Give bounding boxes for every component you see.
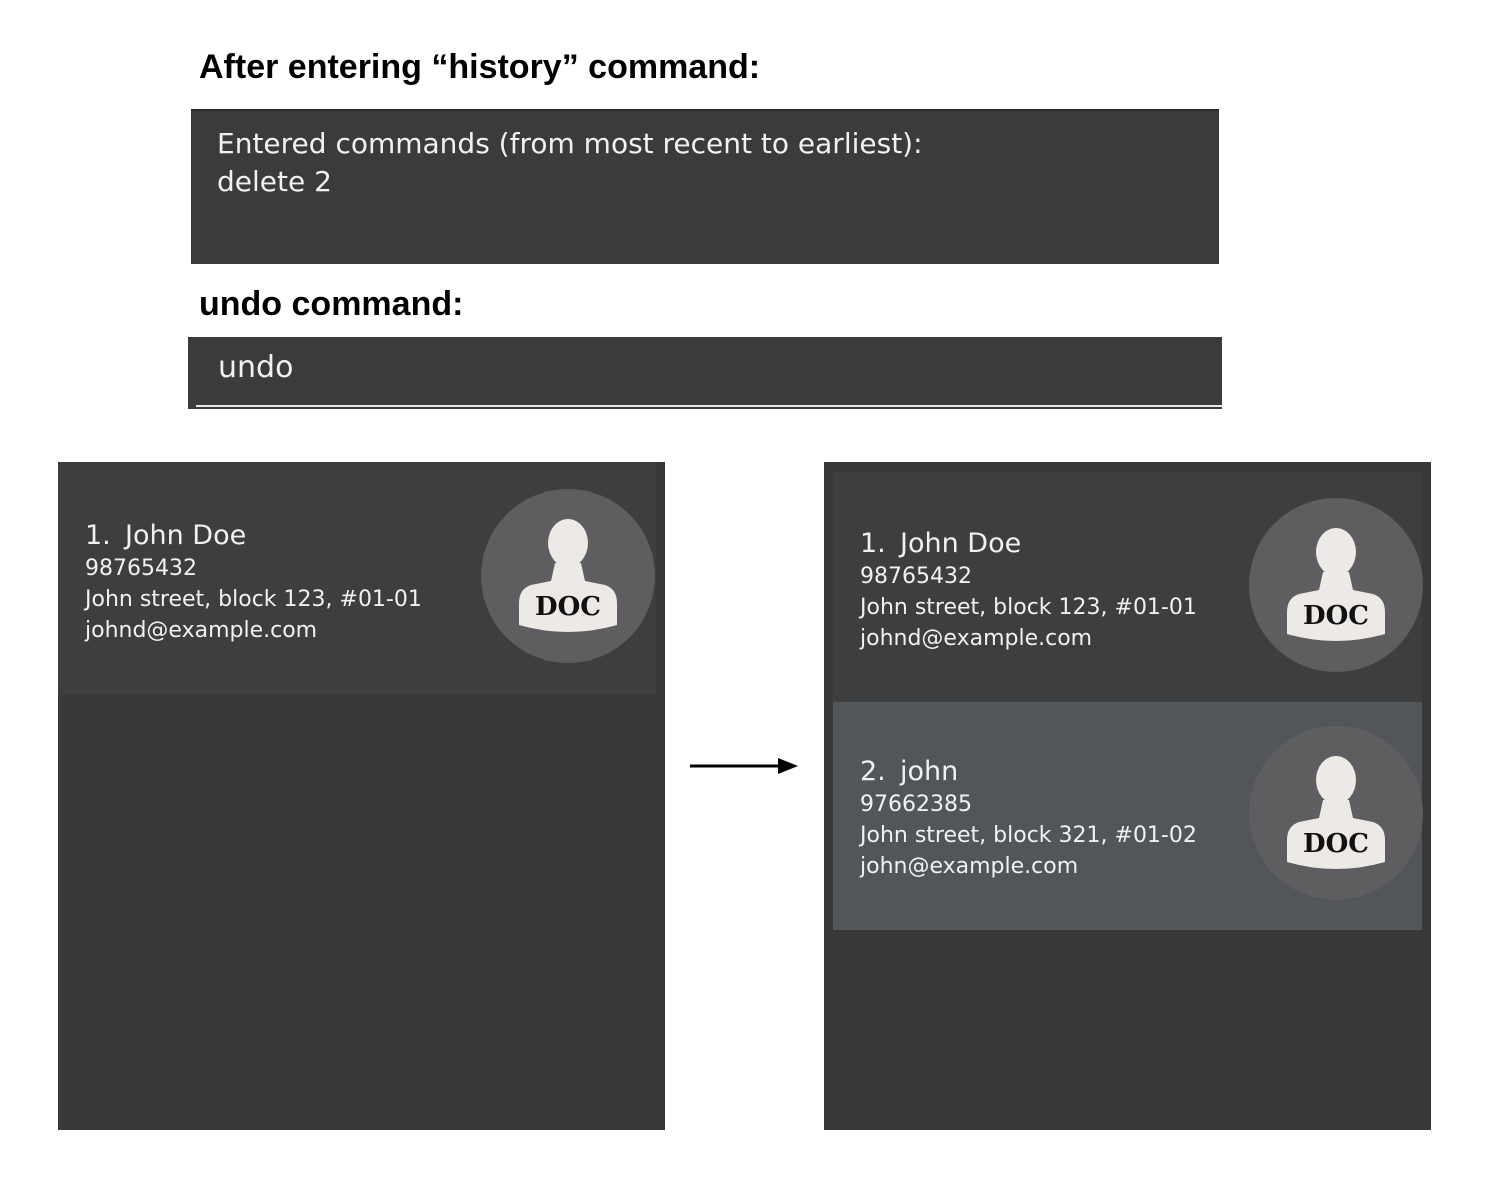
undo-heading: undo command: (199, 285, 464, 323)
person-name: 1. John Doe (85, 522, 422, 549)
avatar-label: DOC (1303, 829, 1369, 859)
person-name-text: John Doe (125, 520, 247, 551)
person-address: John street, block 123, #01-01 (860, 595, 1197, 620)
command-input-value[interactable]: undo (218, 350, 294, 385)
person-email: johnd@example.com (85, 618, 318, 643)
person-card-selected[interactable]: 2. john 97662385 John street, block 321, … (833, 702, 1423, 930)
person-email: john@example.com (860, 854, 1079, 879)
person-phone: 97662385 (860, 792, 972, 817)
person-name: 2. john (860, 758, 1197, 785)
person-card[interactable]: 1. John Doe 98765432 John street, block 1… (833, 472, 1423, 702)
person-name: 1. John Doe (860, 530, 1197, 557)
person-avatar-icon: DOC (1249, 498, 1423, 672)
right-arrow-icon (690, 758, 798, 774)
person-phone: 98765432 (85, 556, 197, 581)
result-display-box: Entered commands (from most recent to ea… (191, 109, 1219, 264)
person-card[interactable]: 1. John Doe 98765432 John street, block 1… (58, 462, 656, 695)
person-list-panel-before[interactable]: 1. John Doe 98765432 John street, block 1… (58, 462, 665, 1130)
person-list-panel-after[interactable]: 1. John Doe 98765432 John street, block 1… (824, 462, 1431, 1130)
command-input-box[interactable]: undo (188, 337, 1222, 409)
avatar-label: DOC (1303, 601, 1369, 631)
person-name-text: John Doe (900, 528, 1022, 559)
avatar-label: DOC (535, 592, 601, 622)
person-avatar-icon: DOC (481, 489, 655, 663)
person-address: John street, block 123, #01-01 (85, 587, 422, 612)
person-email: johnd@example.com (860, 626, 1093, 651)
person-phone: 98765432 (860, 564, 972, 589)
person-name-text: john (900, 756, 959, 787)
history-heading: After entering “history” command: (199, 48, 761, 86)
person-index: 2. (860, 756, 886, 787)
history-line-title: Entered commands (from most recent to ea… (217, 127, 923, 160)
history-line-command: delete 2 (217, 165, 332, 198)
command-input-underline (196, 405, 1222, 407)
person-index: 1. (85, 520, 111, 551)
person-address: John street, block 321, #01-02 (860, 823, 1197, 848)
person-index: 1. (860, 528, 886, 559)
person-avatar-icon: DOC (1249, 726, 1423, 900)
